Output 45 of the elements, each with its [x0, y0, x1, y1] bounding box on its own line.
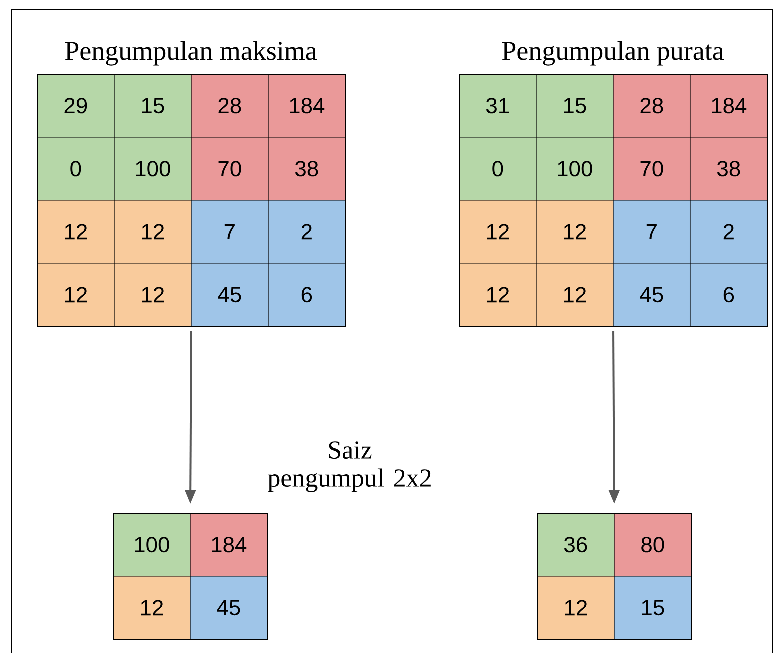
grid-title: Pengumpulan purata — [502, 41, 724, 66]
grid-cell: 70 — [613, 136, 691, 201]
grid-cell: 28 — [191, 74, 269, 138]
grid-cell: 12 — [536, 200, 614, 264]
grid-cell: 29 — [37, 74, 115, 138]
grid-cell: 12 — [536, 263, 614, 327]
grid-cell: 12 — [114, 263, 192, 327]
grid-cell: 0 — [37, 136, 115, 201]
grid-cell: 15 — [614, 576, 692, 640]
grid-cell: 7 — [613, 200, 691, 264]
grid-title: Pengumpulan maksima — [65, 41, 318, 66]
grid-cell: 2 — [690, 200, 768, 264]
grid-cell: 184 — [268, 74, 346, 138]
grid-cell: 38 — [690, 136, 768, 201]
grid-cell: 6 — [268, 263, 346, 327]
grid-cell: 0 — [459, 136, 537, 201]
grid-cell: 12 — [37, 263, 115, 327]
grid-cell: 184 — [190, 512, 268, 577]
grid-cell: 100 — [536, 136, 614, 201]
grid-cell: 12 — [114, 200, 192, 264]
grid-cell: 12 — [459, 200, 537, 264]
pool-size-label: Saiz pengumpul 2x2 — [268, 442, 431, 492]
grid-cell: 184 — [690, 74, 768, 138]
grid-cell: 2 — [268, 200, 346, 264]
grid-cell: 36 — [537, 512, 615, 577]
grid-cell: 15 — [536, 74, 614, 138]
grid — [113, 512, 268, 640]
grid-cell: 6 — [690, 263, 768, 327]
grid-cell: 12 — [537, 576, 615, 640]
grid-cell: 45 — [613, 263, 691, 327]
grid — [537, 512, 692, 640]
grid-cell: 80 — [614, 512, 692, 577]
grid-cell: 45 — [190, 576, 268, 640]
grid-cell: 100 — [113, 512, 191, 577]
grid-cell: 12 — [113, 576, 191, 640]
grid-cell: 12 — [459, 263, 537, 327]
grid-cell: 70 — [191, 136, 269, 201]
grid-cell: 15 — [114, 74, 192, 138]
grid-cell: 31 — [459, 74, 537, 138]
grid-cell: 45 — [191, 263, 269, 327]
grid-cell: 12 — [37, 200, 115, 264]
grid-cell: 100 — [114, 136, 192, 201]
grid-cell: 38 — [268, 136, 346, 201]
grid-cell: 7 — [191, 200, 269, 264]
grid-cell: 28 — [613, 74, 691, 138]
